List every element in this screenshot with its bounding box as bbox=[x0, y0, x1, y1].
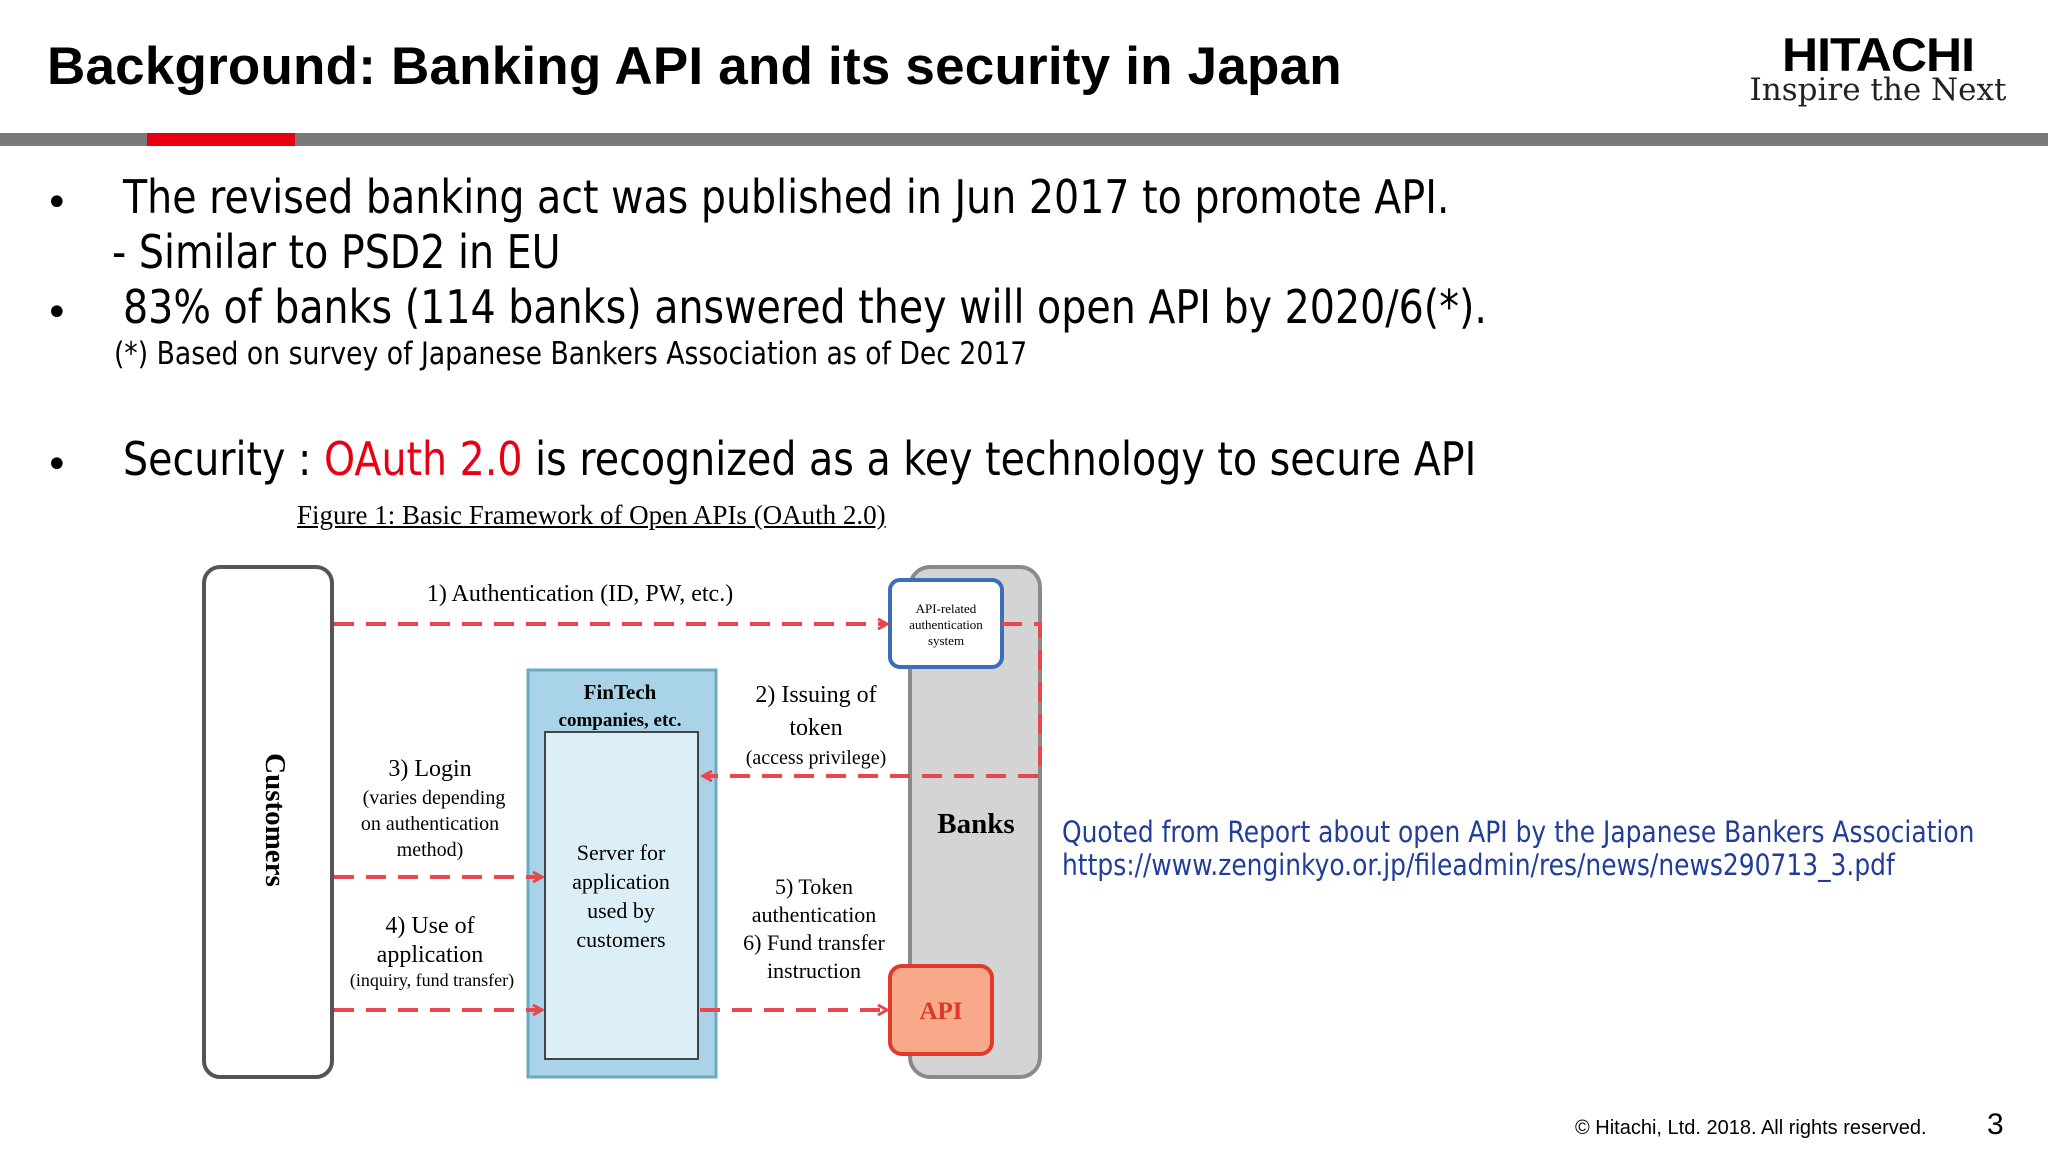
step6-label-1: 6) Fund transfer bbox=[743, 930, 885, 955]
title-divider-accent bbox=[147, 133, 295, 146]
customers-label: Customers bbox=[259, 753, 291, 887]
step3-label-3: on authentication bbox=[361, 813, 499, 835]
logo-tagline: Inspire the Next bbox=[1749, 72, 2007, 108]
step1-label: 1) Authentication (ID, PW, etc.) bbox=[427, 581, 733, 607]
title-divider bbox=[0, 133, 2048, 146]
api-box bbox=[888, 964, 994, 1056]
figure-caption: Figure 1: Basic Framework of Open APIs (… bbox=[297, 500, 886, 530]
fintech-label-2: companies, etc. bbox=[559, 710, 682, 731]
step6-label-2: instruction bbox=[767, 958, 861, 983]
server-label-3: used by bbox=[587, 898, 655, 923]
step3-label-4: method) bbox=[397, 839, 464, 861]
bullet-1-sub: - Similar to PSD2 in EU bbox=[112, 225, 561, 279]
bullet-1: The revised banking act was published in… bbox=[123, 170, 1450, 224]
customers-box bbox=[202, 565, 334, 1079]
bullet-3-prefix: Security : bbox=[123, 432, 312, 486]
auth-system-label-2: authentication bbox=[909, 617, 983, 632]
bullet-dot-1: • bbox=[45, 180, 69, 226]
step3-label-1: 3) Login bbox=[388, 756, 471, 782]
fintech-label-1: FinTech bbox=[584, 680, 657, 704]
step2-label-1: 2) Issuing of bbox=[755, 682, 876, 708]
step3-label-2: (varies depending bbox=[363, 787, 506, 809]
banks-box bbox=[908, 565, 1042, 1079]
server-label-1: Server for bbox=[577, 840, 666, 865]
step4-label-1: 4) Use of bbox=[385, 913, 474, 939]
arrow-step2 bbox=[704, 622, 1042, 776]
bullet-3-suffix: is recognized as a key technology to sec… bbox=[535, 432, 1477, 486]
bullet-dot-2: • bbox=[45, 290, 69, 336]
bullet-2: 83% of banks (114 banks) answered they w… bbox=[123, 280, 1488, 334]
auth-system-label-1: API-related bbox=[916, 601, 977, 616]
banks-label: Banks bbox=[937, 808, 1014, 840]
auth-system-label-3: system bbox=[928, 633, 964, 648]
bullet-3: Security : OAuth 2.0 is recognized as a … bbox=[123, 432, 1476, 486]
oauth-highlight: OAuth 2.0 bbox=[323, 432, 523, 486]
hitachi-logo: HITACHI bbox=[1781, 28, 1975, 82]
slide-title: Background: Banking API and its security… bbox=[47, 37, 1342, 96]
bullet-dot-3: • bbox=[45, 442, 69, 488]
server-label-2: application bbox=[572, 869, 670, 894]
server-box bbox=[544, 731, 699, 1060]
step4-label-3: (inquiry, fund transfer) bbox=[350, 970, 514, 991]
copyright: © Hitachi, Ltd. 2018. All rights reserve… bbox=[1575, 1117, 1927, 1139]
step2-label-3: (access privilege) bbox=[746, 747, 886, 769]
bullet-2-note: (*) Based on survey of Japanese Bankers … bbox=[114, 336, 1028, 372]
quote-source: Quoted from Report about open API by the… bbox=[1062, 815, 1975, 849]
server-label-4: customers bbox=[576, 927, 665, 952]
api-label: API bbox=[919, 998, 962, 1025]
quote-url[interactable]: https://www.zenginkyo.or.jp/fileadmin/re… bbox=[1062, 848, 1895, 882]
step4-label-2: application bbox=[377, 942, 484, 968]
page-number: 3 bbox=[1987, 1108, 2004, 1141]
step5-label-2: authentication bbox=[752, 902, 877, 927]
step2-label-2: token bbox=[789, 715, 842, 741]
step5-label-1: 5) Token bbox=[775, 874, 853, 899]
